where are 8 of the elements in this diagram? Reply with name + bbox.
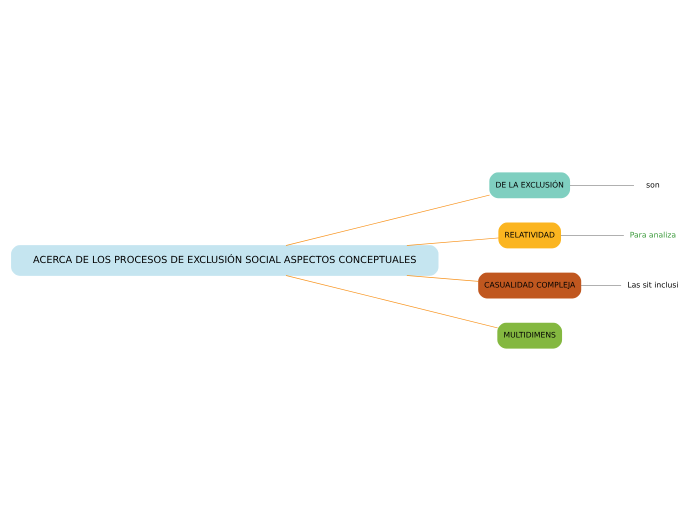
connector bbox=[406, 274, 479, 282]
connector bbox=[286, 274, 498, 328]
connector bbox=[406, 237, 499, 246]
connector bbox=[286, 194, 490, 246]
connector bbox=[560, 234, 624, 236]
connector bbox=[570, 184, 634, 186]
connector bbox=[580, 284, 622, 286]
node-box: ACERCA DE LOS PROCESOS DE EXCLUSIÓN SOCIAL ASPECTOS CONCEPTUALES bbox=[11, 244, 438, 276]
